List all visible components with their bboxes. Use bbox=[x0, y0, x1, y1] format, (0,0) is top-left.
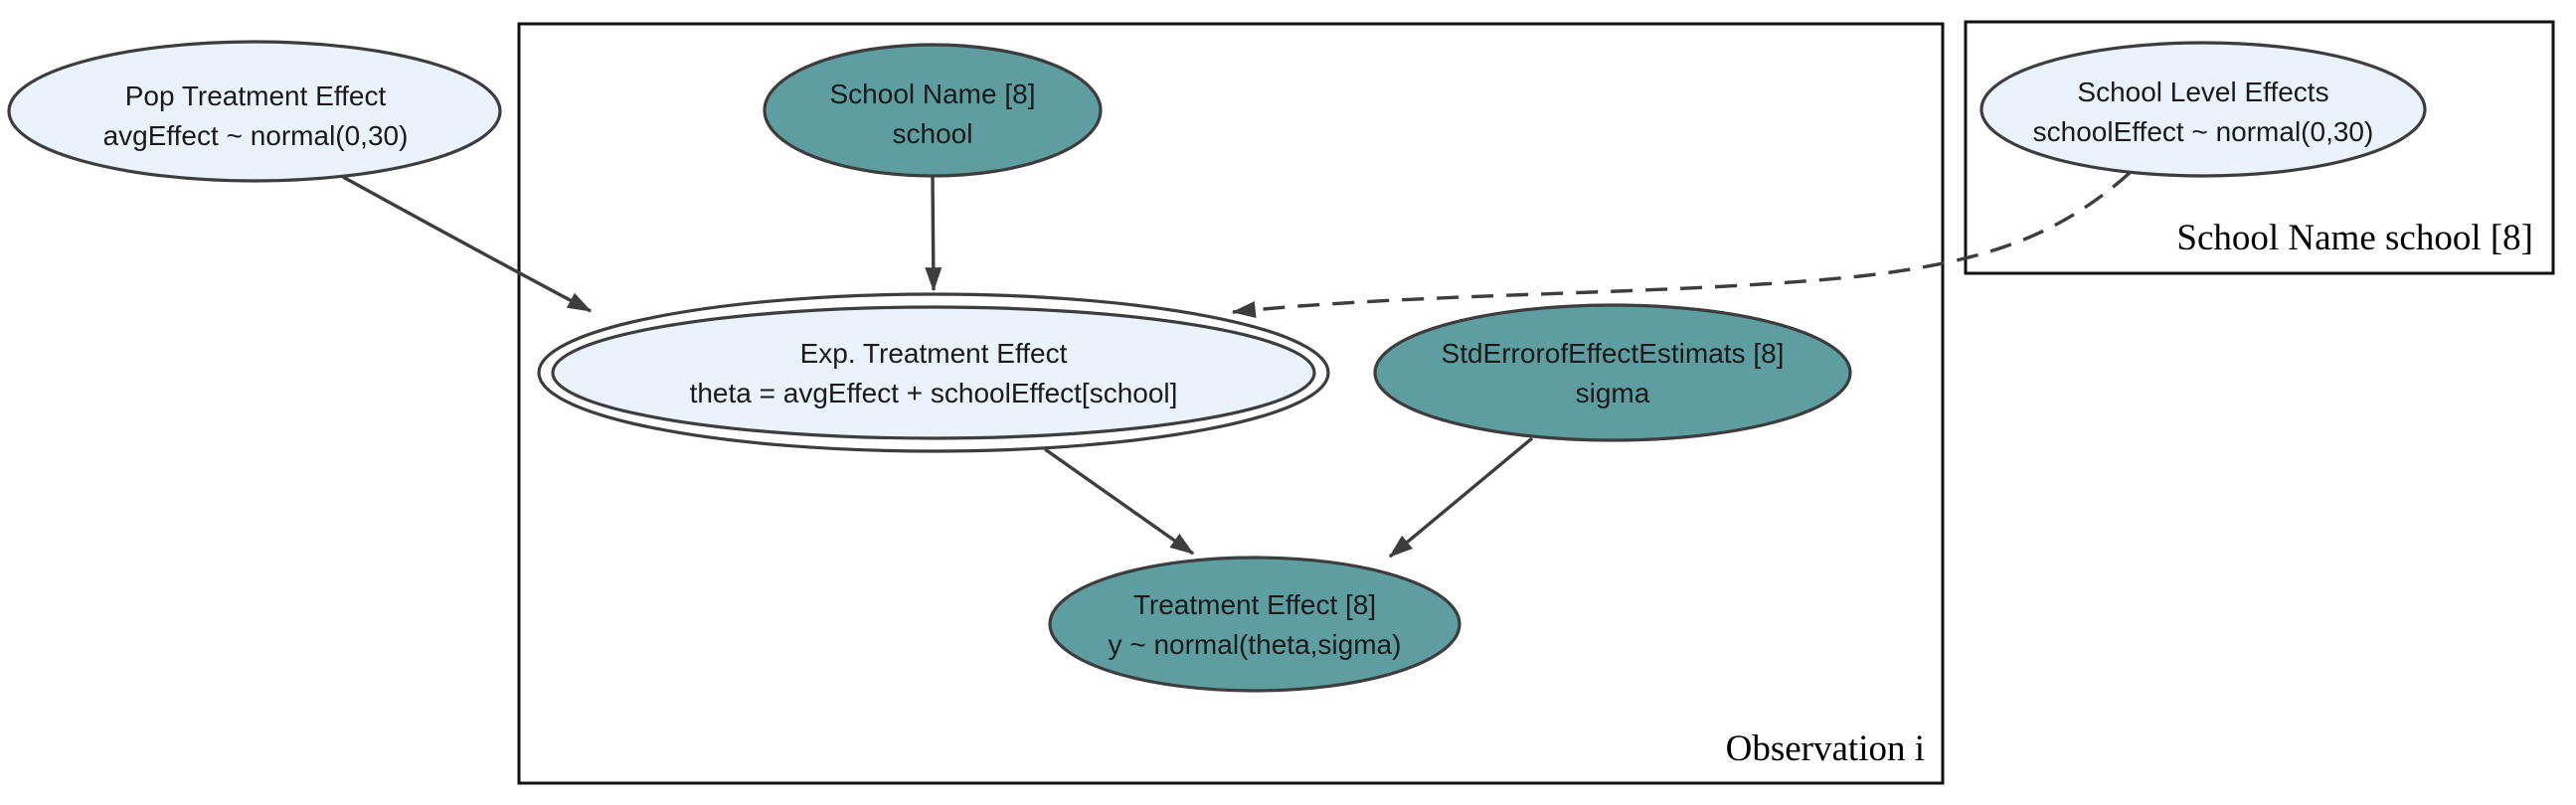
node-pop-treatment-effect: Pop Treatment Effect avgEffect ~ normal(… bbox=[7, 40, 502, 183]
edge-pop-to-exp bbox=[342, 175, 593, 313]
node-school-name-formula: school bbox=[893, 118, 973, 149]
node-std-error-formula: sigma bbox=[1576, 378, 1650, 408]
node-treatment-effect-shape bbox=[1048, 556, 1461, 693]
node-pop-treatment-effect-shape bbox=[7, 40, 502, 183]
node-school-name-shape bbox=[763, 43, 1103, 178]
plate-observation bbox=[517, 22, 1945, 785]
edge-exp-to-treatment bbox=[1044, 447, 1195, 556]
node-std-error-of-effect-estimates: StdErrorofEffectEstimats [8] sigma bbox=[1373, 303, 1852, 442]
node-exp-treatment-effect-shape bbox=[551, 305, 1316, 440]
node-std-error-shape bbox=[1373, 303, 1852, 442]
plate-school-label: School Name school [8] bbox=[2176, 218, 2533, 258]
node-school-level-effects-shape bbox=[1979, 41, 2427, 178]
node-exp-treatment-effect: Exp. Treatment Effect theta = avgEffect … bbox=[537, 292, 1330, 453]
node-treatment-effect: Treatment Effect [8] y ~ normal(theta,si… bbox=[1048, 556, 1461, 693]
edge-schooleffects-to-exp-dashed bbox=[1231, 171, 2132, 319]
node-std-error-title: StdErrorofEffectEstimats [8] bbox=[1442, 338, 1785, 369]
node-treatment-effect-title: Treatment Effect [8] bbox=[1133, 589, 1376, 620]
node-pop-treatment-effect-formula: avgEffect ~ normal(0,30) bbox=[103, 120, 409, 151]
plate-school bbox=[1964, 20, 2555, 275]
node-exp-treatment-effect-formula: theta = avgEffect + schoolEffect[school] bbox=[690, 378, 1178, 408]
node-exp-treatment-effect-title: Exp. Treatment Effect bbox=[800, 338, 1068, 369]
node-school-level-effects-title: School Level Effects bbox=[2077, 77, 2328, 107]
plate-observation-label: Observation i bbox=[1726, 728, 1925, 769]
node-pop-treatment-effect-title: Pop Treatment Effect bbox=[125, 80, 387, 111]
edge-stderror-to-treatment bbox=[1388, 436, 1534, 559]
node-school-level-effects-formula: schoolEffect ~ normal(0,30) bbox=[2033, 116, 2374, 147]
node-school-name-title: School Name [8] bbox=[830, 79, 1036, 109]
edge-schoolname-to-exp bbox=[925, 175, 943, 292]
node-treatment-effect-formula: y ~ normal(theta,sigma) bbox=[1109, 629, 1402, 660]
node-school-name: School Name [8] school bbox=[763, 43, 1103, 178]
node-school-level-effects: School Level Effects schoolEffect ~ norm… bbox=[1979, 41, 2427, 178]
